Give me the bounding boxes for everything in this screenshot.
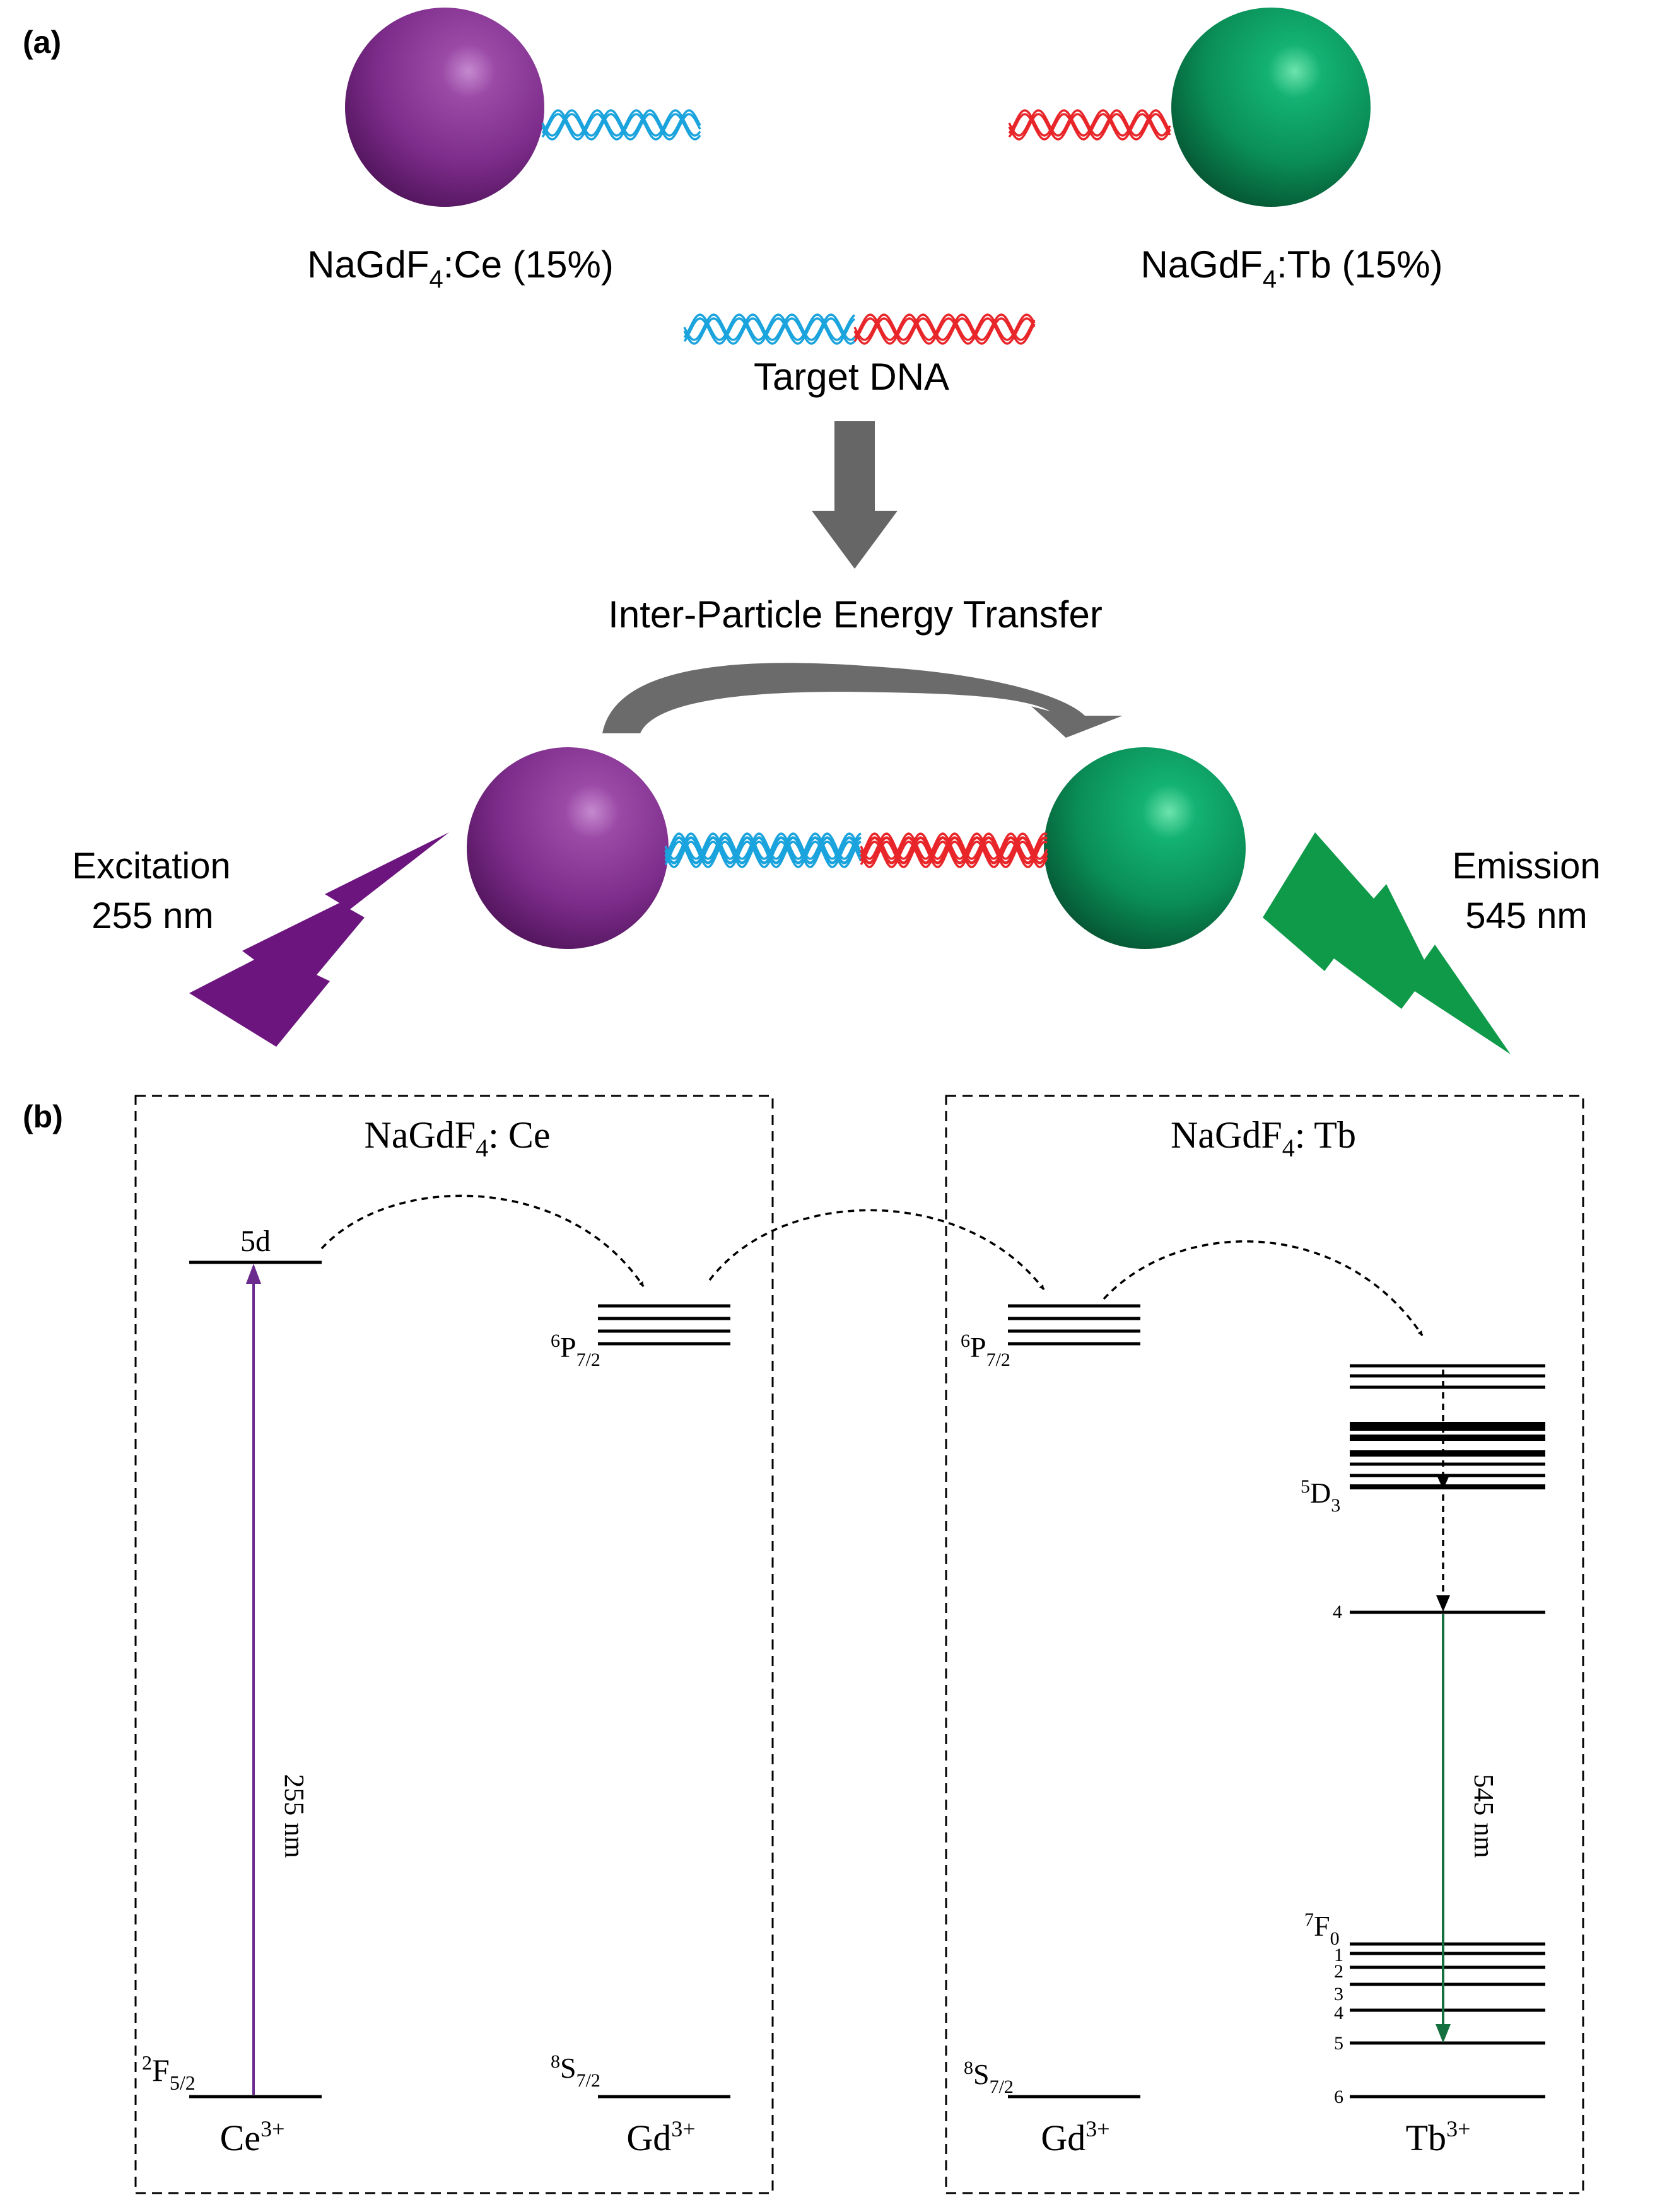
gd-ground-label-tb-box: 8S7/2 xyxy=(964,2058,1014,2097)
tb-ion-label: Tb3+ xyxy=(1406,2116,1471,2158)
tb-nanoparticle xyxy=(1171,8,1371,207)
tb-7f3-label: 3 xyxy=(1334,1984,1343,2005)
excitation-label-line2: 255 nm xyxy=(91,895,213,936)
excitation-wavelength-label: 255 nm xyxy=(279,1774,310,1858)
tb-7f2-label: 2 xyxy=(1334,1961,1343,1982)
ce-ground-label: 2F5/2 xyxy=(142,2051,196,2094)
tb-relaxation-mid-arrowhead xyxy=(1437,1476,1449,1489)
target-dna-blue-half xyxy=(683,313,856,345)
tb-upper-levels xyxy=(1350,1364,1545,1489)
hybrid-dna-red-half xyxy=(860,832,1048,868)
energy-transfer-curved-arrow xyxy=(602,663,1123,738)
target-dna-red-half xyxy=(853,313,1036,345)
tb-7f4-label: 4 xyxy=(1334,2003,1343,2023)
tb-relaxation-arrowhead xyxy=(1436,1595,1450,1612)
excitation-arrowhead xyxy=(246,1264,261,1284)
hybrid-dna-blue-half xyxy=(664,832,862,868)
gd-ground-label-ce-box: 8S7/2 xyxy=(551,2051,600,2091)
emission-label-line2: 545 nm xyxy=(1465,895,1587,936)
emission-arrowhead xyxy=(1436,2024,1451,2043)
gd-excited-label-ce-box: 6P7/2 xyxy=(551,1330,600,1370)
gd-excited-levels-tb-box xyxy=(1008,1304,1140,1346)
ce-particle-label: NaGdF4:Ce (15%) xyxy=(307,243,614,293)
ce-5d-label: 5d xyxy=(240,1225,271,1258)
ce-ion-label: Ce3+ xyxy=(220,2116,285,2158)
gd-ion-label-ce-box: Gd3+ xyxy=(626,2116,695,2158)
hybridization-arrow xyxy=(812,421,898,569)
emission-label-line1: Emission xyxy=(1452,846,1600,887)
gd-excited-label-tb-box: 6P7/2 xyxy=(961,1330,1010,1370)
emission-wavelength-label: 545 nm xyxy=(1468,1774,1499,1858)
gd-to-gd-transfer-arrow xyxy=(708,1209,1045,1291)
tb-5d3-label: 5D3 xyxy=(1301,1476,1340,1516)
gd-to-tb-transfer-arrow xyxy=(1103,1240,1424,1336)
gd-excited-levels-ce-box xyxy=(598,1304,730,1346)
ce-nanoparticle-bound xyxy=(467,747,669,949)
tb-probe-dna-strand xyxy=(1008,109,1171,141)
box-nagdf4-tb xyxy=(945,1095,1584,2194)
panel-a-label: (a) xyxy=(23,25,61,60)
tb-nanoparticle-bound xyxy=(1044,747,1246,949)
box-nagdf4-ce xyxy=(134,1095,774,2194)
tb-particle-label: NaGdF4:Tb (15%) xyxy=(1140,243,1442,293)
emission-lightning-icon xyxy=(1263,832,1511,1054)
box-ce-title: NaGdF4: Ce xyxy=(365,1114,551,1162)
tb-5d4-label: 4 xyxy=(1333,1602,1342,1622)
panel-b-label: (b) xyxy=(23,1099,63,1134)
ce-probe-dna-strand xyxy=(541,109,701,141)
gd-ion-label-tb-box: Gd3+ xyxy=(1041,2116,1109,2158)
tb-7f-label: 7F0 xyxy=(1304,1909,1340,1949)
ce-to-gd-transfer-arrow xyxy=(320,1194,645,1287)
tb-7f1-label: 1 xyxy=(1334,1945,1343,1965)
ce-nanoparticle xyxy=(345,8,544,207)
transfer-label: Inter-Particle Energy Transfer xyxy=(608,593,1103,636)
excitation-lightning-icon xyxy=(189,832,449,1047)
tb-7f5-label: 5 xyxy=(1334,2033,1343,2054)
tb-7f6-label: 6 xyxy=(1334,2087,1343,2107)
tb-7f-levels xyxy=(1350,1942,1545,2098)
excitation-label-line1: Excitation xyxy=(72,846,230,887)
box-tb-title: NaGdF4: Tb xyxy=(1171,1114,1356,1162)
target-dna-label: Target DNA xyxy=(754,356,949,398)
